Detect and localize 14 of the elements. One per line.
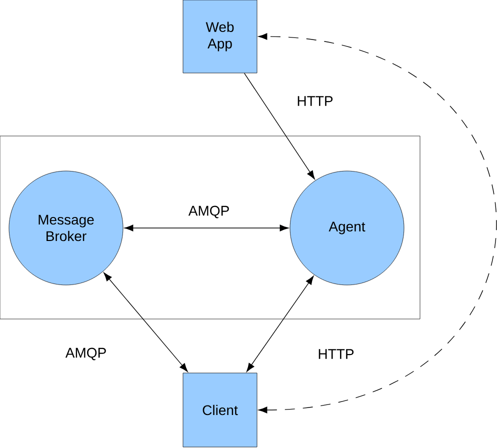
arrow — [246, 276, 314, 372]
arrow — [258, 33, 497, 414]
circle-node: Message Broker — [8, 170, 124, 286]
arrow — [244, 72, 315, 180]
process-box: Web App — [182, 0, 258, 74]
edge-label: AMQP — [64, 346, 108, 362]
edge-label: AMQP — [187, 204, 231, 220]
arrow — [104, 272, 188, 372]
edge-label: HTTP — [316, 348, 356, 360]
circle-node: Agent — [290, 170, 404, 286]
process-box: Client — [182, 372, 258, 448]
container-box — [0, 136, 420, 320]
arrow — [124, 224, 289, 232]
edge-label: HTTP — [296, 95, 334, 107]
